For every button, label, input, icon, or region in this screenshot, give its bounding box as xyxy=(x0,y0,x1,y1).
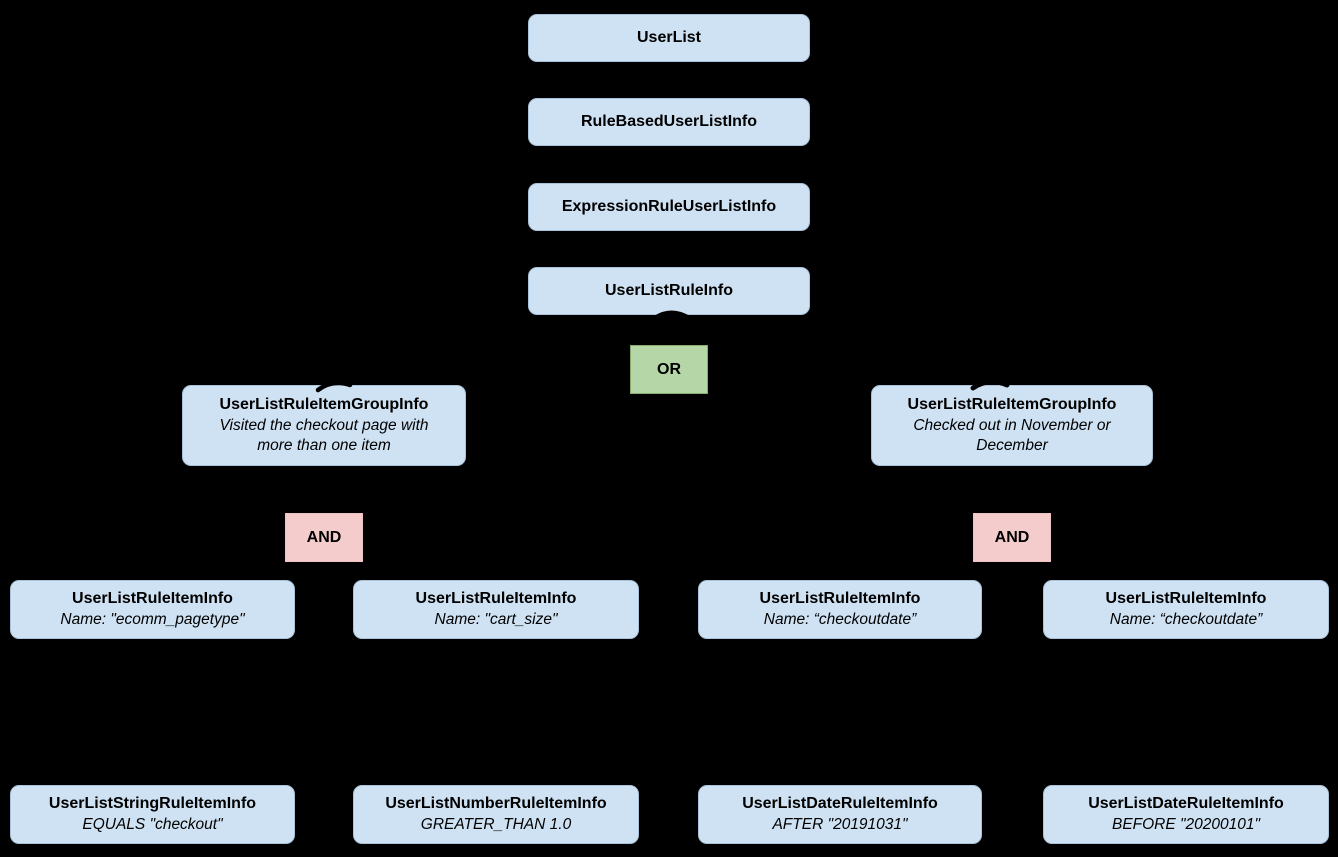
node-ruleitemgroup-left: UserListRuleItemGroupInfo Visited the ch… xyxy=(182,385,466,466)
node-subtitle: Checked out in November or December xyxy=(913,416,1111,454)
node-title: UserListNumberRuleItemInfo xyxy=(385,795,607,813)
node-rulebaseduserlistinfo: RuleBasedUserListInfo xyxy=(528,98,810,146)
node-title: UserListRuleItemInfo xyxy=(415,590,577,608)
node-title: UserListRuleItemInfo xyxy=(72,590,233,608)
node-dateruleitem-after: UserListDateRuleItemInfo AFTER "20191031… xyxy=(698,785,982,844)
operator-label: AND xyxy=(306,528,342,546)
operator-or: OR xyxy=(630,345,708,394)
node-subtitle: GREATER_THAN 1.0 xyxy=(420,815,572,833)
node-userlist: UserList xyxy=(528,14,810,62)
operator-label: AND xyxy=(994,528,1030,546)
node-subtitle: Name: "ecomm_pagetype" xyxy=(60,610,245,628)
node-title: UserListRuleItemGroupInfo xyxy=(907,396,1117,414)
node-ruleitem-checkoutdate-2: UserListRuleItemInfo Name: “checkoutdate… xyxy=(1043,580,1329,639)
node-ruleitem-ecomm-pagetype: UserListRuleItemInfo Name: "ecomm_pagety… xyxy=(10,580,295,639)
node-numberruleitem-greater-than: UserListNumberRuleItemInfo GREATER_THAN … xyxy=(353,785,639,844)
node-title: RuleBasedUserListInfo xyxy=(580,112,758,130)
node-ruleitemgroup-right: UserListRuleItemGroupInfo Checked out in… xyxy=(871,385,1153,466)
node-title: UserListDateRuleItemInfo xyxy=(1088,795,1284,813)
node-title: UserListRuleItemInfo xyxy=(759,590,921,608)
node-title: UserList xyxy=(636,28,702,46)
node-title: UserListStringRuleItemInfo xyxy=(48,795,257,813)
node-subtitle: Name: “checkoutdate” xyxy=(763,610,917,628)
node-subtitle: Name: “checkoutdate” xyxy=(1109,610,1263,628)
node-stringruleitem-equals-checkout: UserListStringRuleItemInfo EQUALS "check… xyxy=(10,785,295,844)
node-subtitle: EQUALS "checkout" xyxy=(82,815,223,833)
node-userlistruleinfo: UserListRuleInfo xyxy=(528,267,810,315)
operator-label: OR xyxy=(657,360,681,378)
node-title: UserListDateRuleItemInfo xyxy=(742,795,938,813)
node-subtitle: Visited the checkout page with more than… xyxy=(219,416,429,454)
node-ruleitem-checkoutdate-1: UserListRuleItemInfo Name: “checkoutdate… xyxy=(698,580,982,639)
operator-and-left: AND xyxy=(285,513,363,562)
node-title: ExpressionRuleUserListInfo xyxy=(561,197,777,215)
operator-and-right: AND xyxy=(973,513,1051,562)
node-subtitle: Name: "cart_size" xyxy=(434,610,558,628)
node-expressionruleuserlistinfo: ExpressionRuleUserListInfo xyxy=(528,183,810,231)
node-title: UserListRuleItemGroupInfo xyxy=(219,396,429,414)
node-subtitle: AFTER "20191031" xyxy=(772,815,908,833)
node-ruleitem-cart-size: UserListRuleItemInfo Name: "cart_size" xyxy=(353,580,639,639)
node-title: UserListRuleInfo xyxy=(604,281,733,299)
node-dateruleitem-before: UserListDateRuleItemInfo BEFORE "2020010… xyxy=(1043,785,1329,844)
node-subtitle: BEFORE "20200101" xyxy=(1111,815,1260,833)
node-title: UserListRuleItemInfo xyxy=(1105,590,1267,608)
